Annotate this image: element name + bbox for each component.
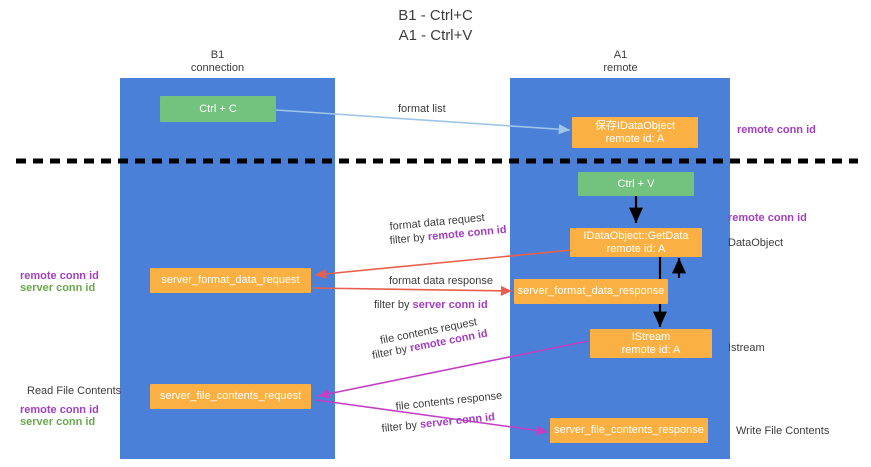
node-server-format-data-request-label: server_format_data_request xyxy=(161,274,300,286)
column-header-b1-name: B1 xyxy=(210,49,225,61)
node-save-idataobject-line2: remote id: A xyxy=(605,132,665,145)
node-server-file-contents-response-label: server_file_contents_response xyxy=(554,424,704,436)
title-line-1: B1 - Ctrl+C xyxy=(398,7,473,24)
side-label-dataobject: DataObject xyxy=(728,237,784,249)
edge-label-filter-server-conn-id-1: filter by server conn id xyxy=(374,298,488,312)
side-label-read-file-contents: Read File Contents xyxy=(27,385,122,397)
page-title: B1 - Ctrl+C A1 - Ctrl+V xyxy=(0,6,871,46)
node-ctrl-c[interactable]: Ctrl + C xyxy=(160,96,276,122)
column-header-b1: B1 connection xyxy=(150,49,285,75)
column-header-b1-sub: connection xyxy=(190,62,245,74)
node-idataobject-getdata[interactable]: IDataObject::GetData remote id: A xyxy=(570,228,702,257)
node-istream[interactable]: IStream remote id: A xyxy=(590,329,712,358)
node-getdata-line1: IDataObject::GetData xyxy=(583,229,689,242)
side-label-left-remote-conn-id-b: remote conn id xyxy=(20,404,99,416)
filter-by-text-1: filter by xyxy=(389,231,429,247)
node-save-idataobject[interactable]: 保存IDataObject remote id: A xyxy=(572,117,698,148)
node-ctrl-c-label: Ctrl + C xyxy=(199,102,237,115)
title-line-2: A1 - Ctrl+V xyxy=(398,27,473,44)
node-server-format-data-response[interactable]: server_format_data_response xyxy=(514,279,668,304)
arrow-format-data-response xyxy=(312,285,513,296)
column-header-a1-name: A1 xyxy=(613,49,628,61)
edge-label-format-list: format list xyxy=(398,102,446,116)
node-server-file-contents-request-label: server_file_contents_request xyxy=(159,390,302,402)
side-label-left-server-conn-id-b: server conn id xyxy=(20,416,96,428)
side-label-left-remote-conn-id-a: remote conn id xyxy=(20,270,99,282)
side-label-left-server-conn-id-a: server conn id xyxy=(20,282,96,294)
node-ctrl-v-label: Ctrl + V xyxy=(617,177,655,190)
filter-by-text-4: filter by xyxy=(381,418,421,435)
arrow-format-data-request xyxy=(314,249,573,280)
edge-label-format-data-response-text: format data response xyxy=(389,275,493,287)
column-header-a1: A1 remote xyxy=(553,49,688,75)
arrow-file-contents-response xyxy=(315,399,549,436)
side-label-remote-conn-id-top: remote conn id xyxy=(737,124,816,136)
server-conn-id-text-1: server conn id xyxy=(412,299,488,311)
node-server-format-data-response-label: server_format_data_response xyxy=(517,285,665,297)
side-label-istream: Istream xyxy=(728,342,765,354)
node-server-file-contents-request[interactable]: server_file_contents_request xyxy=(150,384,311,409)
node-server-file-contents-response[interactable]: server_file_contents_response xyxy=(550,418,708,443)
arrow-file-contents-request xyxy=(317,340,589,399)
column-header-a1-sub: remote xyxy=(603,62,638,74)
edge-label-format-data-response: format data response xyxy=(389,274,493,288)
node-istream-line1: IStream xyxy=(631,330,671,343)
node-ctrl-v[interactable]: Ctrl + V xyxy=(578,172,694,196)
edge-label-format-list-text: format list xyxy=(398,103,446,115)
node-server-format-data-request[interactable]: server_format_data_request xyxy=(150,268,311,293)
node-getdata-line2: remote id: A xyxy=(606,242,666,255)
side-label-remote-conn-id-mid: remote conn id xyxy=(728,212,807,224)
side-label-write-file-contents: Write File Contents xyxy=(736,425,830,437)
filter-by-text-2: filter by xyxy=(374,299,413,311)
arrow-format-list xyxy=(275,109,571,135)
node-save-idataobject-line1: 保存IDataObject xyxy=(594,119,676,132)
node-istream-line2: remote id: A xyxy=(621,343,681,356)
